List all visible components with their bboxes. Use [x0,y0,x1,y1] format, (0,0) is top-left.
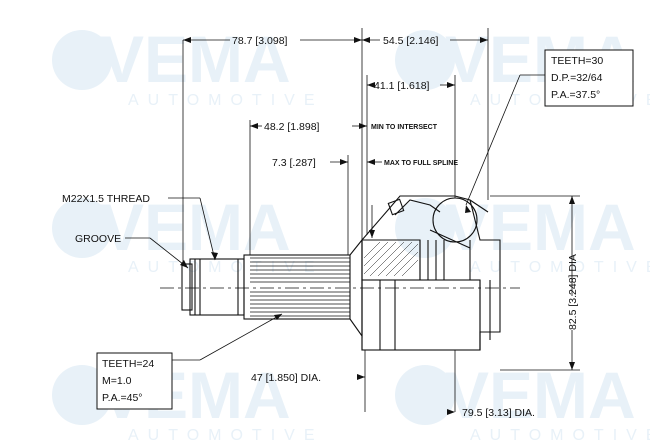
logo-circle-icon [52,30,112,90]
dim-overall-outer: 78.7 [3.098] [232,35,288,47]
logo-circle-icon [395,30,455,90]
vema-logo-watermark-6: VEMA AUTOMOTIVE [395,358,650,444]
logo-circle-icon [395,198,455,258]
vema-logo-watermark-4: VEMA AUTOMOTIVE [395,190,650,276]
cage-window [387,198,405,216]
dim-abs-dia: 82.5 [3.248] DIA [567,254,579,330]
inner-spline-teeth: TEETH=30 [551,55,603,67]
dim-center-offset: 41.1 [1.618] [374,80,430,92]
logo-circle-icon [395,365,455,425]
dim-housing-dia: 79.5 [3.13] DIA. [462,407,535,419]
outer-spline-module: M=1.0 [102,375,132,387]
part-outline [181,195,501,351]
outer-spline-teeth: TEETH=24 [102,358,154,370]
watermark-sub: AUTOMOTIVE [470,427,650,444]
label-max-to-full-spline: MAX TO FULL SPLINE [384,160,458,167]
vema-logo-watermark-3: VEMA AUTOMOTIVE [52,190,324,276]
watermark-sub: AUTOMOTIVE [128,92,324,109]
inner-spline-pressure-angle: P.A.=37.5° [551,89,600,101]
dim-stem-dia: 47 [1.850] DIA. [251,372,321,384]
outer-spline-spec-box: TEETH=24 M=1.0 P.A.=45° [96,352,173,410]
dim-min-to-intersect: 48.2 [1.898] [264,121,320,133]
vema-logo-watermark-5: VEMA AUTOMOTIVE [52,358,324,444]
watermark-brand: VEMA [445,190,636,264]
inner-spline-diametral-pitch: D.P.=32/64 [551,72,603,84]
watermark-brand: VEMA [445,358,636,432]
spline-teeth-lines [250,257,350,317]
watermark-sub: AUTOMOTIVE [128,427,324,444]
watermark-brand: VEMA [100,190,291,264]
watermark-sub: AUTOMOTIVE [128,259,324,276]
spline-shaft [243,254,351,320]
dim-max-to-full-spline: 7.3 [.287] [272,157,316,169]
watermark-sub: AUTOMOTIVE [470,259,650,276]
dim-outer-to-center: 54.5 [2.146] [383,35,439,47]
section-hatching [363,241,419,277]
inner-spline-spec-box: TEETH=30 D.P.=32/64 P.A.=37.5° [544,49,634,107]
outer-spline-pressure-angle: P.A.=45° [102,392,143,404]
thread-tip [181,263,193,311]
arrowheads [180,37,575,415]
label-min-to-intersect: MIN TO INTERSECT [371,124,438,131]
vema-logo-watermark-1: VEMA AUTOMOTIVE [52,22,324,109]
logo-circle-icon [52,198,112,258]
label-thread: M22X1.5 THREAD [62,193,150,205]
watermark-brand: VEMA [100,22,291,96]
label-groove: GROOVE [75,233,121,245]
